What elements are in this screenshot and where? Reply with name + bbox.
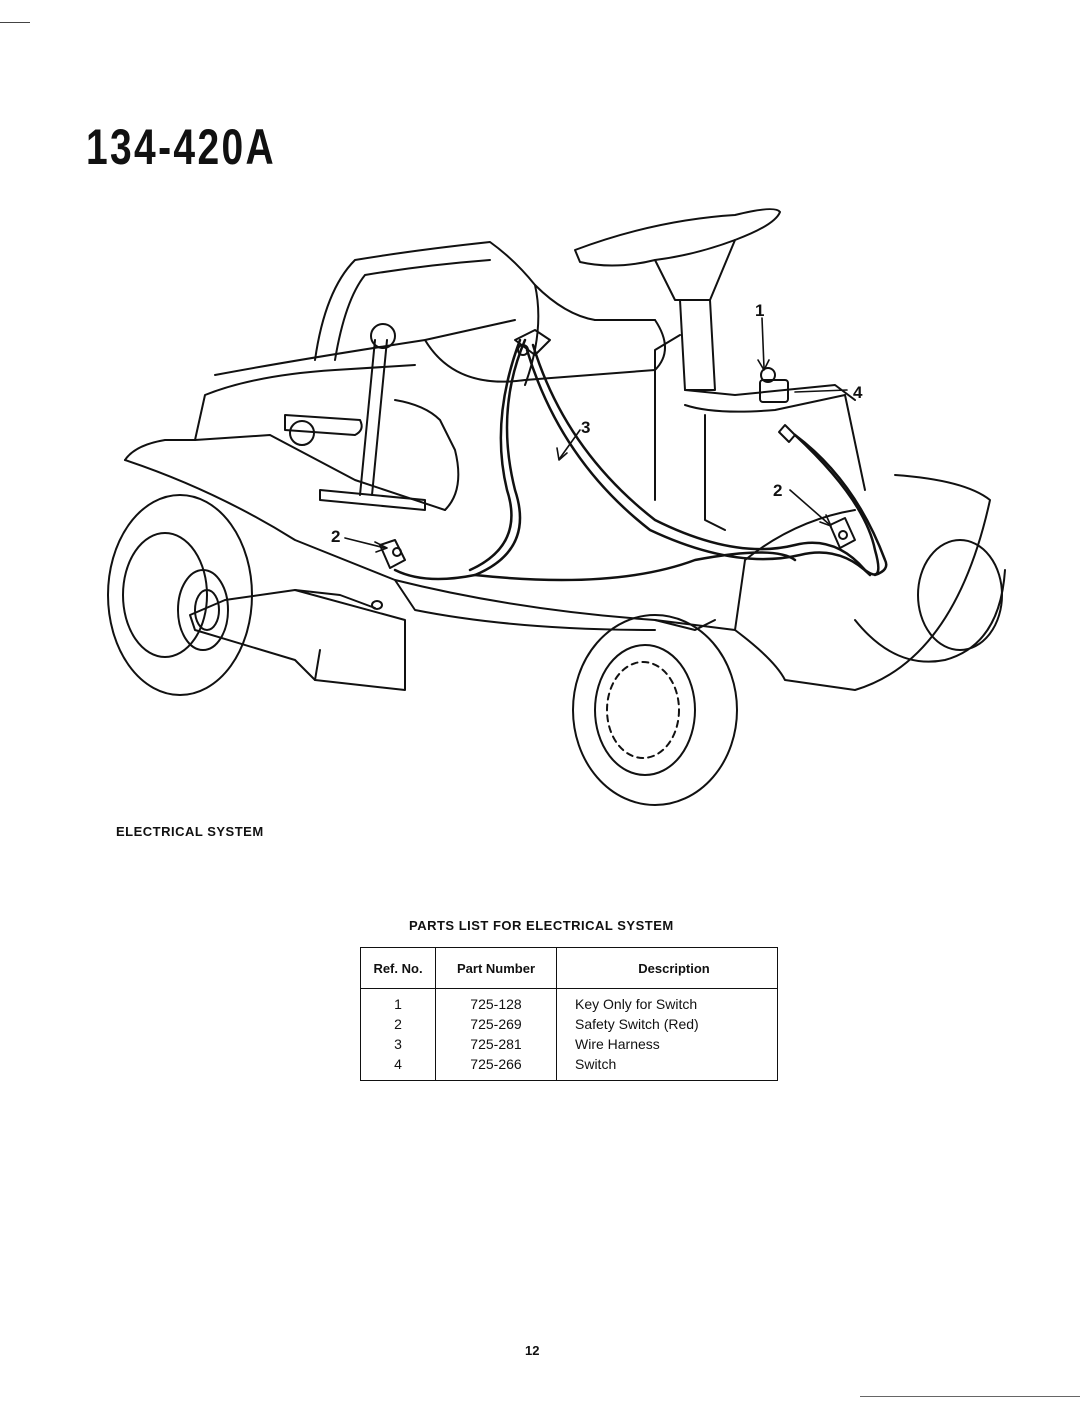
shift-lever <box>359 323 396 496</box>
cell-description: Safety Switch (Red) <box>575 1016 699 1032</box>
cell-part-number: 725-266 <box>435 1054 557 1081</box>
model-number-title: 134-420A <box>86 119 277 175</box>
front-hitch <box>189 589 406 691</box>
riding-mower-illustration: 1 2 2 3 4 <box>107 208 1006 806</box>
table-row: 1 725-128 Key Only for Switch <box>360 988 778 1014</box>
bottom-margin-rule <box>860 1396 1080 1397</box>
wire-connector <box>778 424 796 443</box>
callout-4: 4 <box>853 383 863 402</box>
rear-right-wheel <box>854 539 1006 663</box>
table-row: 2 725-269 Safety Switch (Red) <box>360 1014 778 1034</box>
cell-description: Wire Harness <box>575 1036 660 1052</box>
cell-part-number: 725-128 <box>435 988 557 1014</box>
top-margin-rule <box>0 22 30 23</box>
parts-table-title: PARTS LIST FOR ELECTRICAL SYSTEM <box>409 918 674 933</box>
figure-caption: ELECTRICAL SYSTEM <box>116 824 264 839</box>
cell-ref: 4 <box>360 1054 436 1081</box>
callout-leaders <box>344 317 848 553</box>
header-part-number: Part Number <box>435 947 557 989</box>
seat <box>314 241 666 386</box>
wire-harness <box>393 338 888 582</box>
header-ref-no: Ref. No. <box>360 947 436 989</box>
cell-ref: 1 <box>360 988 436 1014</box>
callout-3: 3 <box>581 418 590 437</box>
callout-2-left: 2 <box>331 527 340 546</box>
header-description: Description <box>556 947 778 989</box>
cell-part-number: 725-269 <box>435 1014 557 1034</box>
safety-switch-seat <box>514 329 551 356</box>
page-number: 12 <box>525 1343 540 1358</box>
callout-1: 1 <box>755 301 764 320</box>
cell-description: Key Only for Switch <box>575 996 698 1012</box>
table-row: 3 725-281 Wire Harness <box>360 1034 778 1054</box>
mower-body <box>124 319 991 691</box>
safety-switch-right <box>829 517 856 549</box>
cell-part-number: 725-281 <box>435 1034 557 1054</box>
steering-assembly <box>574 208 866 531</box>
rear-left-wheel <box>107 494 253 696</box>
cell-description: Switch <box>575 1056 617 1072</box>
front-wheel <box>572 614 738 806</box>
safety-switch-left <box>379 539 406 569</box>
table-row: 4 725-266 Switch <box>360 1054 778 1081</box>
parts-table: Ref. No. Part Number Description 1 725-1… <box>360 947 778 1081</box>
cell-ref: 2 <box>360 1014 436 1034</box>
cell-ref: 3 <box>360 1034 436 1054</box>
parts-table-header-row: Ref. No. Part Number Description <box>360 947 778 989</box>
ignition-switch <box>759 367 789 403</box>
callout-2-right: 2 <box>773 481 782 500</box>
